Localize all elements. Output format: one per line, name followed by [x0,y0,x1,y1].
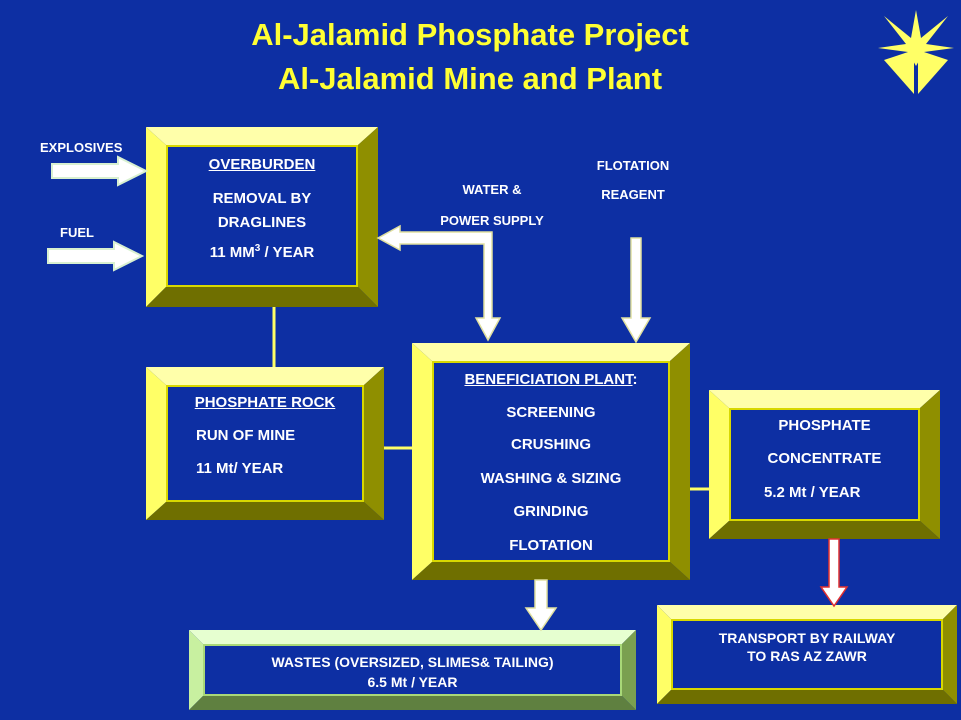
fuel-label: FUEL [60,225,94,240]
beneficiation-step: WASHING & SIZING [480,470,622,487]
title-line-2: Al-Jalamid Mine and Plant [277,61,663,96]
transport-line-1: TRANSPORT BY RAILWAY [718,630,896,646]
overburden-rate-sup: 3 [254,243,261,254]
wastes-line-2: 6.5 Mt / YEAR [367,674,458,690]
overburden-line-2: DRAGLINES [217,214,307,231]
explosives-label: EXPLOSIVES [40,140,123,155]
flotation-label-1: FLOTATION [596,158,670,173]
water-power-arrow-icon [376,224,502,342]
beneficiation-step: CRUSHING [510,436,591,453]
water-power-label-2: POWER SUPPLY [440,213,544,228]
overburden-rate: 11 MM3 / YEAR [168,243,356,262]
beneficiation-heading-text: BENEFICIATION PLANT [464,371,633,388]
beneficiation-heading-suffix: : [632,371,638,388]
concentrate-line-1: PHOSPHATE [778,417,871,434]
phosphate-rock-line-2: 11 Mt/ YEAR [196,460,284,477]
overburden-heading: OVERBURDEN [208,156,316,173]
title-line-1: Al-Jalamid Phosphate Project [251,17,689,52]
flotation-arrow-icon [620,237,652,344]
transport-line-2: TO RAS AZ ZAWR [747,648,867,664]
wastes-arrow-icon [524,579,558,632]
overburden-line-1: REMOVAL BY [212,190,312,207]
water-power-label-1: WATER & [462,182,522,197]
beneficiation-heading: BENEFICIATION PLANT: [434,371,668,388]
wastes-line-1: WASTES (OVERSIZED, SLIMES& TAILING) [271,654,554,670]
fuel-arrow-icon [47,240,145,272]
concentrate-line-2: CONCENTRATE [767,450,882,467]
star-compass-logo-icon [878,10,954,94]
overburden-rate-prefix: 11 MM [209,244,255,261]
beneficiation-step: GRINDING [513,503,589,520]
transport-arrow-icon [819,538,849,608]
overburden-rate-suffix: / YEAR [260,244,315,261]
phosphate-rock-line-1: RUN OF MINE [196,427,296,444]
flotation-label-2: REAGENT [601,187,665,202]
beneficiation-step: FLOTATION [509,537,593,554]
beneficiation-step: SCREENING [506,404,596,421]
explosives-arrow-icon [51,155,149,187]
concentrate-line-3: 5.2 Mt / YEAR [764,484,861,501]
phosphate-rock-heading: PHOSPHATE ROCK [194,394,336,411]
